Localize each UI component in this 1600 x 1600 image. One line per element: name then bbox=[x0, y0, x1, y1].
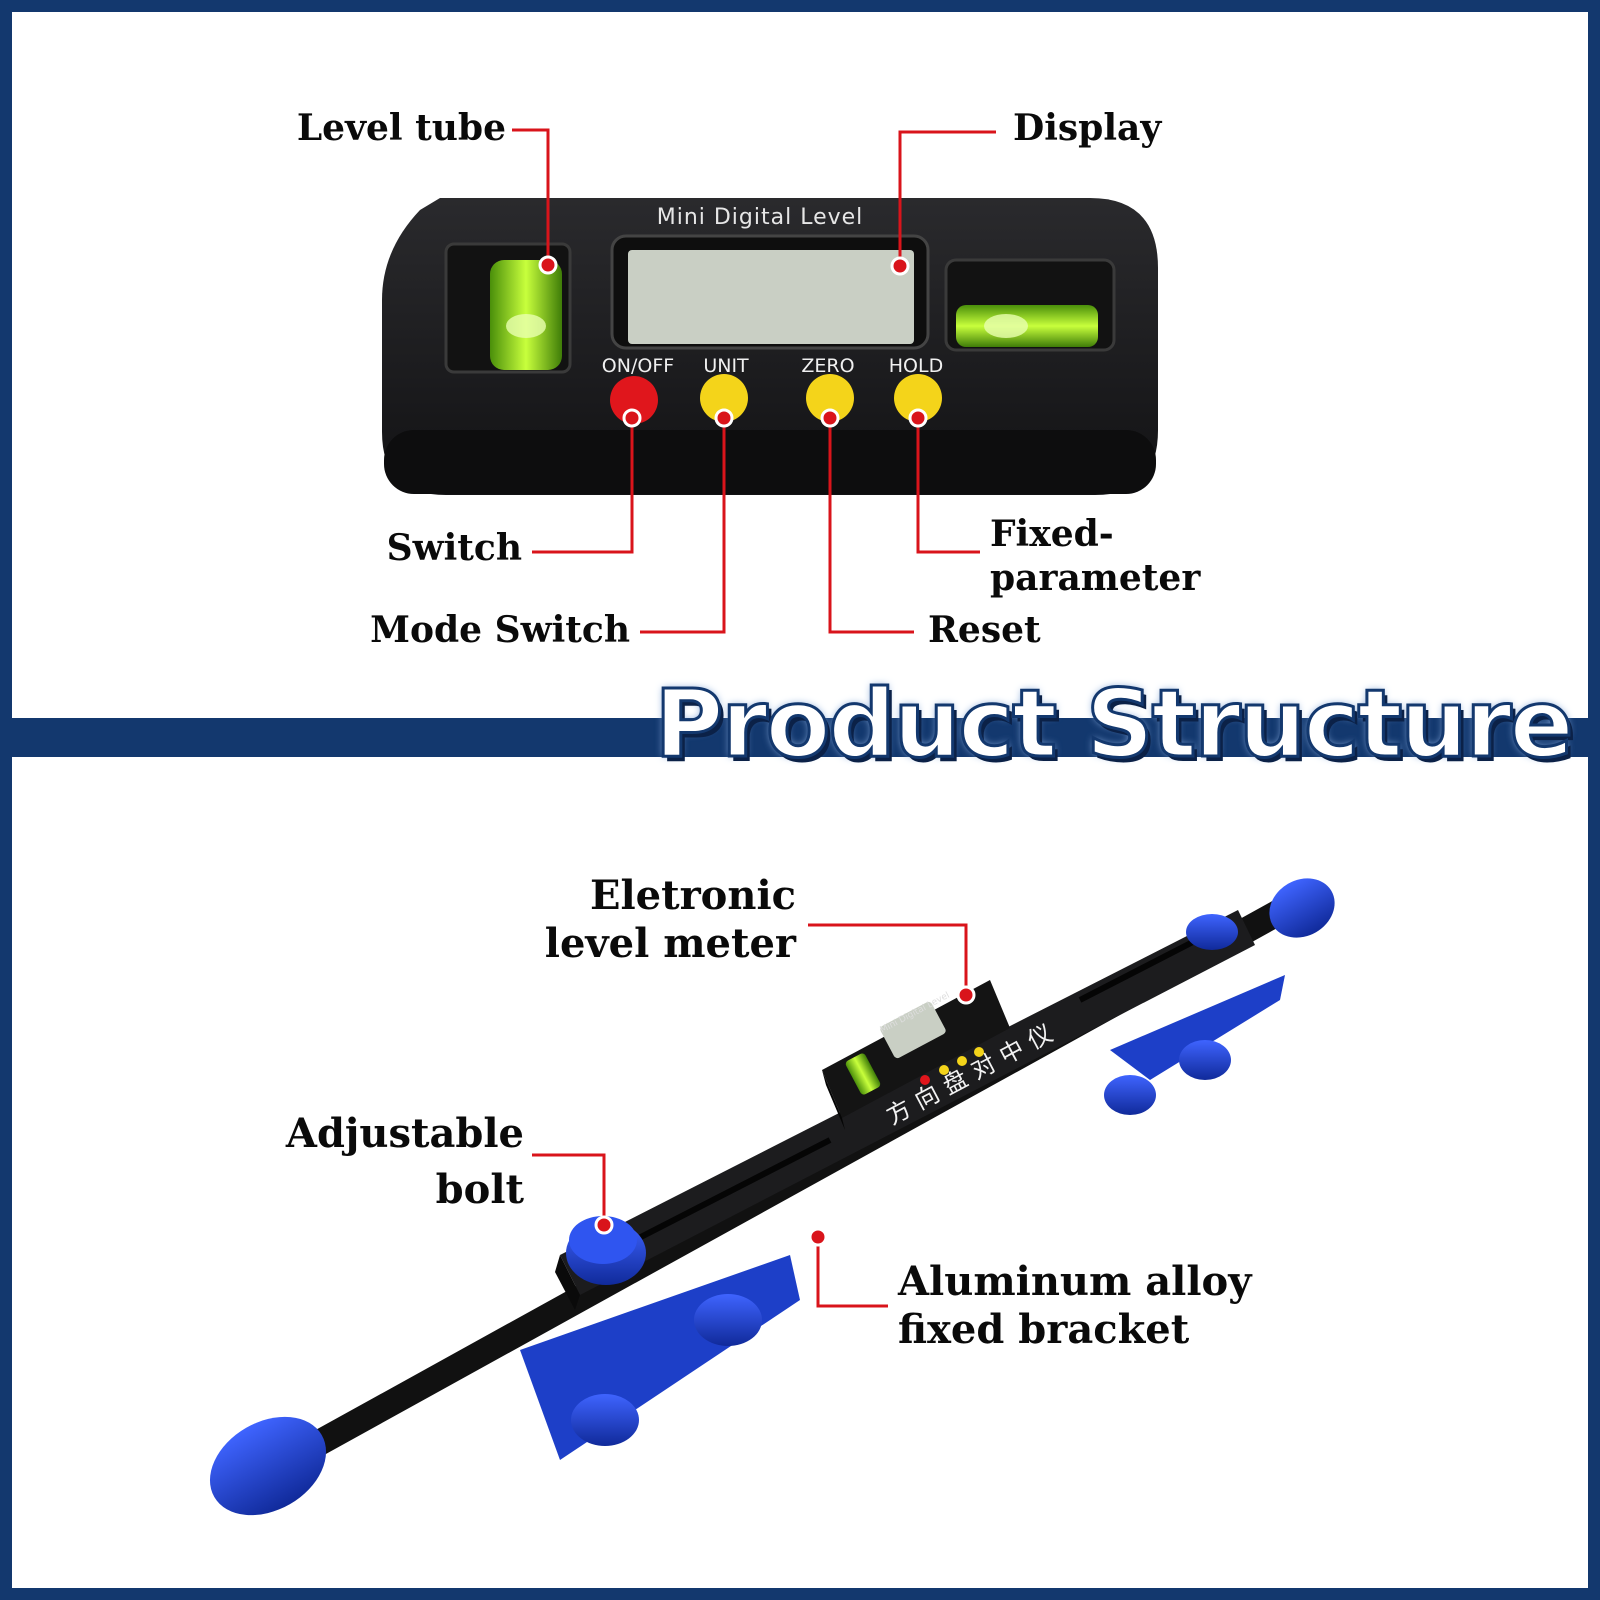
left-end-cap bbox=[209, 1416, 327, 1516]
button-label-on-off: ON/OFF bbox=[602, 355, 674, 377]
tool-level-lcd bbox=[880, 1001, 946, 1059]
bottom-leader-lines bbox=[532, 923, 968, 1308]
label-aluminum-bracket: Aluminum alloy fixed bracket bbox=[898, 1258, 1252, 1353]
label-switch: Switch bbox=[386, 527, 522, 569]
zero-button bbox=[806, 374, 854, 422]
unit-button bbox=[700, 374, 748, 422]
label-electronic-level-meter: Eletronic level meter bbox=[544, 872, 796, 967]
right-suction-foot-1 bbox=[1179, 1040, 1231, 1080]
section-divider-band bbox=[0, 718, 1600, 756]
left-suction-foot-1 bbox=[694, 1294, 762, 1346]
right-suction-foot-2 bbox=[1104, 1075, 1156, 1115]
bottom-leader-dots bbox=[594, 985, 976, 1247]
label-adjustable-bolt: Adjustable bolt bbox=[285, 1110, 524, 1213]
label-mode-switch: Mode Switch bbox=[370, 609, 630, 651]
alignment-tool: Mini Digital Level 方向盘对中仪 bbox=[209, 878, 1335, 1516]
right-end-cap bbox=[1269, 878, 1335, 938]
button-label-unit: UNIT bbox=[703, 355, 749, 377]
label-fixed-parameter: Fixed- parameter bbox=[990, 513, 1201, 599]
right-clamp-arm bbox=[1110, 975, 1285, 1080]
button-label-hold: HOLD bbox=[889, 355, 943, 377]
label-display: Display bbox=[1013, 107, 1162, 149]
button-label-zero: ZERO bbox=[801, 355, 854, 377]
left-clamp-arm bbox=[520, 1255, 800, 1460]
on-off-button bbox=[610, 376, 658, 424]
aluminum-bracket bbox=[560, 910, 1255, 1295]
top-leader-lines bbox=[512, 128, 996, 634]
device-body-base bbox=[384, 430, 1156, 494]
device-brand-text: Mini Digital Level bbox=[657, 205, 864, 230]
tool-level-vial bbox=[845, 1053, 881, 1095]
top-leader-dots bbox=[538, 255, 928, 428]
label-reset: Reset bbox=[928, 609, 1041, 651]
right-bolt-knob bbox=[1186, 914, 1238, 950]
product-structure-title: Product Structure bbox=[653, 669, 1575, 781]
lcd-display bbox=[628, 250, 914, 344]
device-buttons: ON/OFF UNIT ZERO HOLD bbox=[602, 355, 943, 424]
label-level-tube: Level tube bbox=[296, 107, 506, 149]
left-suction-foot-2 bbox=[571, 1394, 639, 1446]
hold-button bbox=[894, 374, 942, 422]
